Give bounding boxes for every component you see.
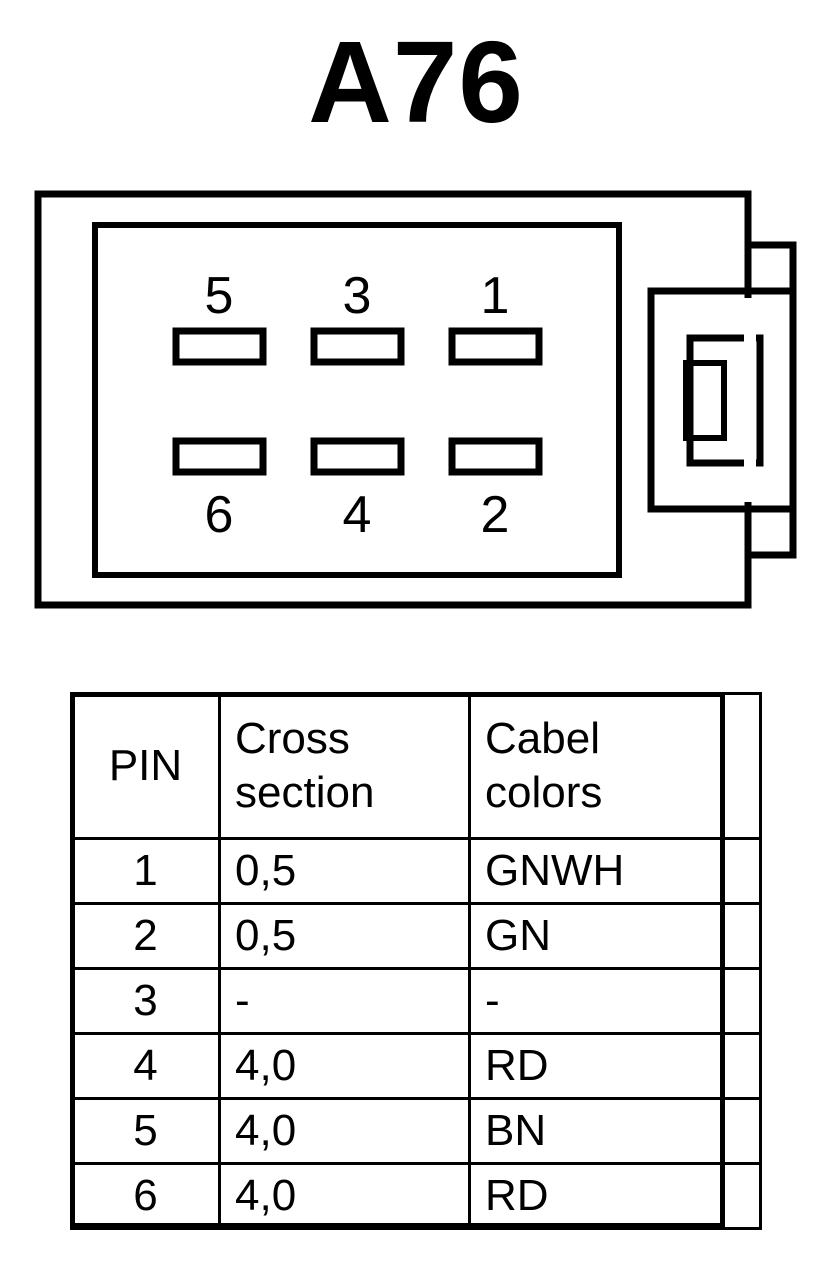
latch-join-mask bbox=[744, 298, 756, 502]
latch-join-mask-2 bbox=[655, 298, 663, 502]
cell-pin: 2 bbox=[70, 902, 221, 970]
pin-label-5: 5 bbox=[205, 267, 234, 325]
pin-slot-5 bbox=[172, 327, 267, 366]
cell-cross-section: 0,5 bbox=[218, 902, 471, 970]
cell-cross-section: 4,0 bbox=[218, 1162, 471, 1230]
latch-notch bbox=[683, 360, 727, 441]
pin-label-3: 3 bbox=[343, 267, 372, 325]
pin-label-6: 6 bbox=[205, 486, 234, 544]
cell-cross-section: 0,5 bbox=[218, 837, 471, 905]
header-cable-colors-line1: Cabel bbox=[485, 714, 600, 764]
header-cross-section: Cross section bbox=[218, 692, 471, 840]
connector-inner-face bbox=[92, 222, 622, 578]
header-pin-label: PIN bbox=[108, 741, 183, 791]
cell-pin: 6 bbox=[70, 1162, 221, 1230]
cell-pin: 4 bbox=[70, 1032, 221, 1100]
cell-cable-color: GN bbox=[468, 902, 762, 970]
table-header: PIN Cross section Cabel colors bbox=[70, 692, 762, 840]
page-title: A76 bbox=[308, 17, 524, 147]
cell-cable-color: GNWH bbox=[468, 837, 762, 905]
pin-label-1: 1 bbox=[481, 267, 510, 325]
cell-pin: 3 bbox=[70, 967, 221, 1035]
header-cross-section-line2: section bbox=[235, 768, 375, 817]
cell-cross-section: 4,0 bbox=[218, 1097, 471, 1165]
pin-label-2: 2 bbox=[481, 486, 510, 544]
table-row: 3-- bbox=[70, 967, 762, 1035]
cell-cable-color: BN bbox=[468, 1097, 762, 1165]
connector-outer-body bbox=[34, 190, 752, 609]
table-header-row: PIN Cross section Cabel colors bbox=[70, 692, 762, 840]
connector-svg: 5 3 1 6 4 2 bbox=[34, 190, 797, 609]
connector-diagram: 5 3 1 6 4 2 bbox=[0, 180, 832, 620]
cell-cable-color: RD bbox=[468, 1032, 762, 1100]
cell-cross-section: - bbox=[218, 967, 471, 1035]
pin-slot-4 bbox=[310, 437, 405, 476]
header-cable-colors-line2: colors bbox=[485, 768, 603, 817]
latch-mid-block bbox=[647, 287, 797, 513]
pin-label-4: 4 bbox=[343, 486, 372, 544]
latch-inner-tab bbox=[686, 334, 764, 467]
header-cable-colors: Cabel colors bbox=[468, 692, 762, 840]
pin-slot-2 bbox=[448, 437, 543, 476]
header-cross-section-line1: Cross bbox=[235, 714, 350, 764]
header-pin: PIN bbox=[70, 692, 221, 840]
cell-pin: 1 bbox=[70, 837, 221, 905]
cell-cross-section: 4,0 bbox=[218, 1032, 471, 1100]
pin-slot-1 bbox=[448, 327, 543, 366]
pin-slot-3 bbox=[310, 327, 405, 366]
cell-cable-color: - bbox=[468, 967, 762, 1035]
cell-pin: 5 bbox=[70, 1097, 221, 1165]
cell-cable-color: RD bbox=[468, 1162, 762, 1230]
pin-slot-6 bbox=[172, 437, 267, 476]
